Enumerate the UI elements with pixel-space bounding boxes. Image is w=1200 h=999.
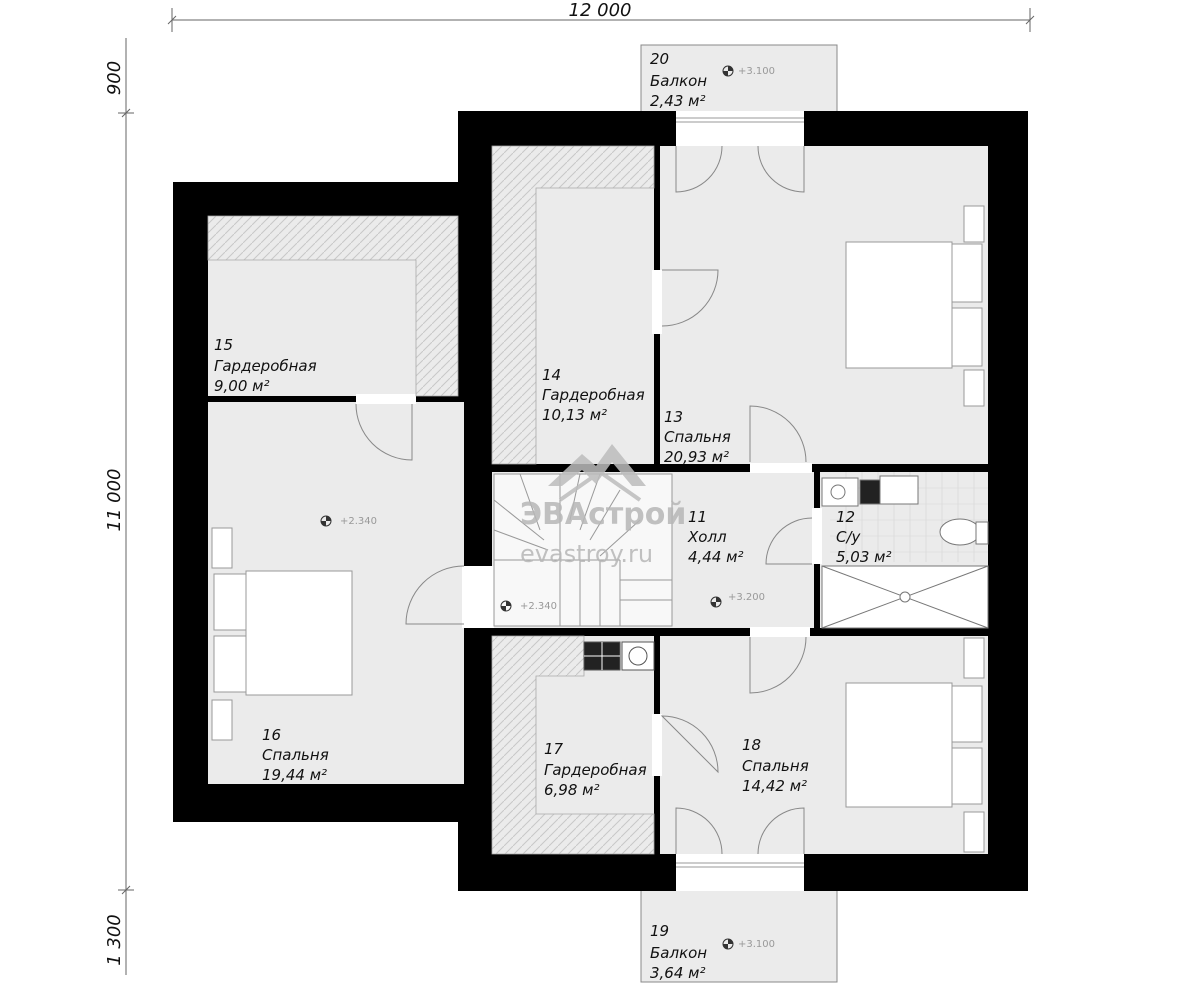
- dimension-top-width: 12 000: [569, 0, 632, 21]
- svg-text:5,03 м²: 5,03 м²: [836, 548, 892, 566]
- svg-text:Балкон: Балкон: [650, 944, 707, 962]
- svg-text:Спальня: Спальня: [262, 746, 329, 764]
- svg-text:Спальня: Спальня: [664, 428, 731, 446]
- balcony-bottom: [640, 889, 838, 983]
- svg-text:+3.100: +3.100: [738, 939, 775, 950]
- level-mark-balcony-top: +3.100: [722, 65, 775, 77]
- svg-text:+3.100: +3.100: [738, 66, 775, 77]
- balcony-top: [640, 44, 838, 114]
- level-mark-stair: +2.340: [500, 600, 557, 612]
- bathroom-tiles: [830, 472, 988, 562]
- svg-text:19,44 м²: 19,44 м²: [262, 766, 327, 784]
- svg-text:20: 20: [650, 50, 669, 68]
- staircase: [493, 473, 673, 627]
- room-label-14: 14 Гардеробная 10,13 м²: [542, 366, 645, 424]
- svg-text:4,44 м²: 4,44 м²: [688, 548, 744, 566]
- dimension-lines: [118, 8, 1035, 975]
- level-mark-hall: +3.200: [710, 592, 765, 608]
- svg-text:17: 17: [544, 740, 564, 758]
- room-label-12: 12 С/у 5,03 м²: [836, 508, 892, 566]
- svg-text:11: 11: [688, 508, 707, 526]
- svg-text:12: 12: [836, 508, 855, 526]
- bed-18: [845, 637, 985, 853]
- room-label-11: 11 Холл 4,44 м²: [687, 508, 744, 566]
- level-mark-room16: +2.340: [320, 515, 377, 527]
- svg-text:10,13 м²: 10,13 м²: [542, 406, 607, 424]
- room-label-17: 17 Гардеробная 6,98 м²: [544, 740, 647, 799]
- svg-text:14,42 м²: 14,42 м²: [742, 777, 807, 795]
- watermark-brand: ЭВАстрой: [520, 497, 686, 532]
- laundry-appliances: [583, 641, 655, 671]
- room-label-19: 19 Балкон 3,64 м²: [650, 922, 707, 982]
- door-swings: [355, 145, 813, 855]
- room-label-16: 16 Спальня 19,44 м²: [262, 726, 329, 784]
- bed-16: [211, 527, 353, 741]
- svg-text:Гардеробная: Гардеробная: [544, 761, 647, 779]
- svg-text:+2.340: +2.340: [340, 516, 377, 527]
- wardrobe-rails: [207, 145, 655, 855]
- svg-text:+2.340: +2.340: [520, 601, 557, 612]
- room-label-20: 20 Балкон 2,43 м²: [650, 50, 707, 110]
- svg-text:Холл: Холл: [687, 528, 727, 546]
- svg-text:18: 18: [742, 736, 761, 754]
- svg-text:15: 15: [214, 336, 233, 354]
- dimension-left-top: 900: [104, 61, 125, 95]
- svg-text:3,64 м²: 3,64 м²: [650, 964, 706, 982]
- svg-text:16: 16: [262, 726, 281, 744]
- svg-text:Спальня: Спальня: [742, 757, 809, 775]
- room-label-18: 18 Спальня 14,42 м²: [742, 736, 809, 795]
- bed-13: [845, 205, 985, 407]
- dimension-left-bottom: 1 300: [104, 914, 125, 966]
- svg-text:2,43 м²: 2,43 м²: [650, 92, 706, 110]
- svg-text:Гардеробная: Гардеробная: [214, 357, 317, 375]
- svg-text:6,98 м²: 6,98 м²: [544, 781, 600, 799]
- watermark-site: evastroy.ru: [520, 540, 653, 568]
- window-frames: [676, 117, 804, 868]
- room-label-15: 15 Гардеробная 9,00 м²: [214, 336, 317, 395]
- svg-text:С/у: С/у: [836, 528, 862, 546]
- openings: [356, 111, 822, 891]
- svg-text:20,93 м²: 20,93 м²: [664, 448, 729, 466]
- level-mark-balcony-bottom: +3.100: [722, 938, 775, 950]
- svg-text:9,00 м²: 9,00 м²: [214, 377, 270, 395]
- svg-text:Балкон: Балкон: [650, 72, 707, 90]
- svg-text:+3.200: +3.200: [728, 592, 765, 603]
- svg-text:19: 19: [650, 922, 669, 940]
- svg-text:Гардеробная: Гардеробная: [542, 386, 645, 404]
- room-label-13: 13 Спальня 20,93 м²: [664, 408, 731, 466]
- svg-text:13: 13: [664, 408, 683, 426]
- svg-text:14: 14: [542, 366, 561, 384]
- bathroom-fixtures: [821, 475, 989, 629]
- watermark-logo: [548, 444, 646, 502]
- dimension-left-main: 11 000: [104, 469, 125, 532]
- level-marks: +3.100 +2.340 +2.340 +3.200 +3.100: [320, 65, 775, 950]
